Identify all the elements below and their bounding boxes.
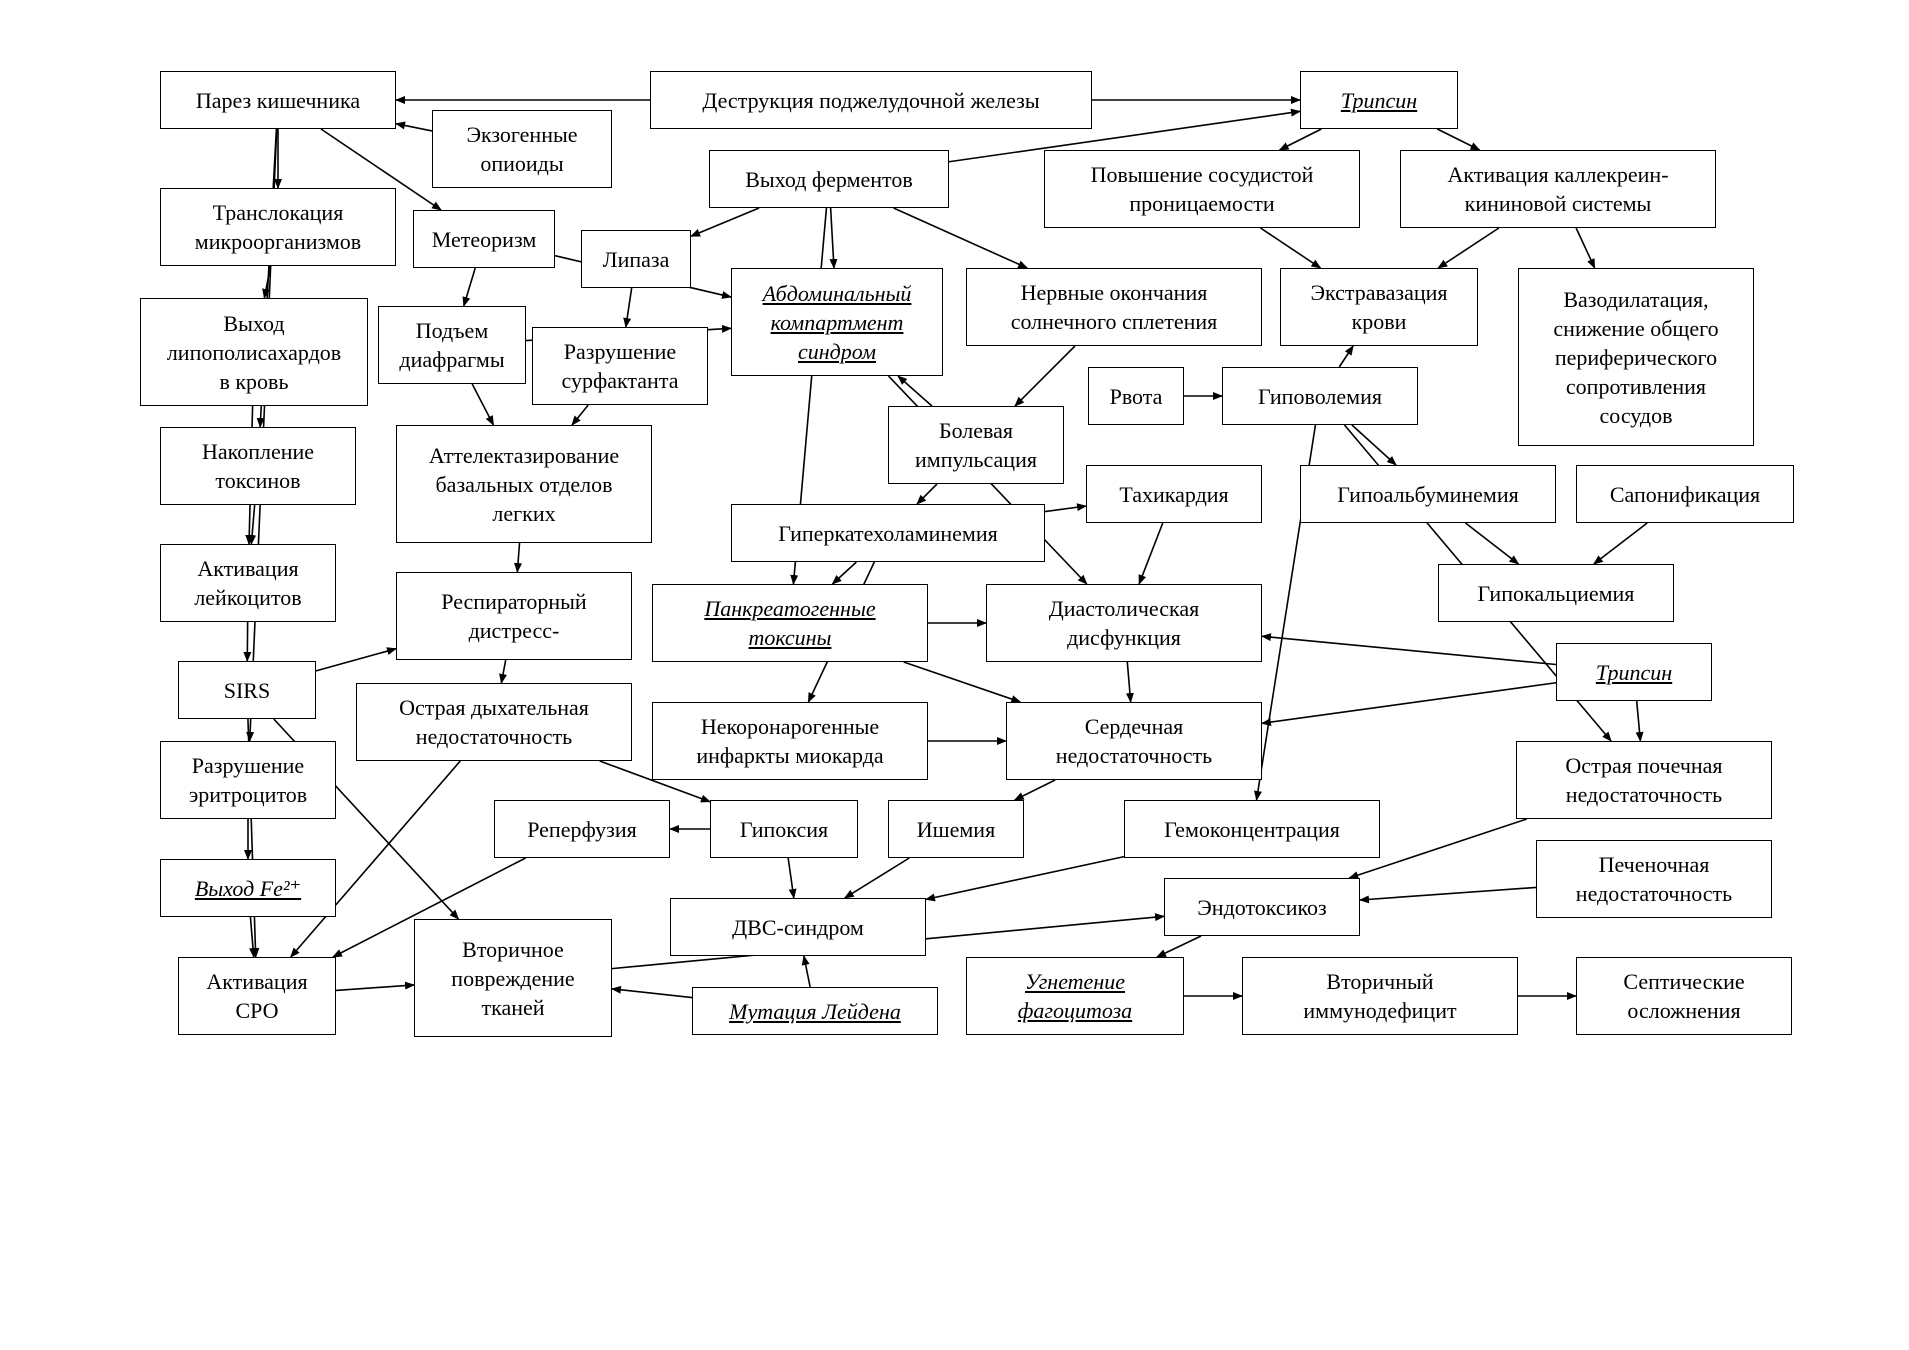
connector-n16-n21 (471, 383, 495, 426)
connector-n10-n17 (623, 287, 633, 328)
node-endotoxicosis: Эндотоксикоз (1164, 878, 1360, 936)
connector-n9-n16 (462, 267, 477, 307)
node-toxin-accumulation: Накопление токсинов (160, 427, 356, 505)
node-hypocalcemia: Гипокальциемия (1438, 564, 1674, 622)
node-pancreas-destruction: Деструкция поджелудочной железы (650, 71, 1092, 129)
node-saponification: Сапонификация (1576, 465, 1794, 523)
connector-n24-n28 (1465, 522, 1520, 565)
connector-n44-n48 (249, 916, 257, 958)
connector-n7-n13 (1437, 227, 1500, 269)
node-phagocytosis-suppression: Угнетение фагоцитоза (966, 957, 1184, 1035)
node-hypoalbuminemia: Гипоальбуминемия (1300, 465, 1556, 523)
node-acute-renal-failure: Острая почечная недостаточность (1516, 741, 1772, 819)
node-acute-respiratory-failure: Острая дыхательная недостаточность (356, 683, 632, 761)
node-lps-release: Выход липополисахардов в кровь (140, 298, 368, 406)
connector-n45-n50 (1156, 935, 1202, 958)
node-lipase: Липаза (581, 230, 691, 288)
connector-n26-n30 (831, 561, 857, 585)
node-extravasation: Экстравазация крови (1280, 268, 1478, 346)
connector-n32-n38 (1635, 700, 1644, 742)
node-fe-release: Выход Fe²⁺ (160, 859, 336, 917)
connector-n19-n24 (1351, 424, 1397, 466)
connector-n17-n21 (571, 404, 589, 426)
node-secondary-immunodeficiency: Вторичный иммунодефицит (1242, 957, 1518, 1035)
node-hypovolemia: Гиповолемия (1222, 367, 1418, 425)
connector-n5-n12 (893, 207, 1029, 269)
node-pancreatogenic-toxins: Панкреатогенные токсины (652, 584, 928, 662)
node-fro-activation: Активация СРО (178, 957, 336, 1035)
node-vomiting: Рвота (1088, 367, 1184, 425)
node-reperfusion: Реперфузия (494, 800, 670, 858)
node-heart-failure: Сердечная недостаточность (1006, 702, 1262, 780)
node-secondary-tissue-damage: Вторичное повреждение тканей (414, 919, 612, 1037)
node-liver-failure: Печеночная недостаточность (1536, 840, 1772, 918)
node-leiden-mutation: Мутация Лейдена (692, 987, 938, 1035)
node-tachycardia: Тахикардия (1086, 465, 1262, 523)
connector-n8-n15 (262, 265, 272, 299)
node-hemoconcentration: Гемоконцентрация (1124, 800, 1380, 858)
connector-n5-n10 (690, 207, 760, 237)
node-trypsin-right: Трипсин (1556, 643, 1712, 701)
node-dic-syndrome: ДВС-синдром (670, 898, 926, 956)
node-noncoronary-infarcts: Некоронарогенные инфаркты миокарда (652, 702, 928, 780)
connector-n7-n14 (1575, 227, 1596, 269)
connector-n12-n22 (1014, 345, 1076, 407)
connector-n3-n7 (1436, 128, 1481, 151)
connector-n29-n34 (499, 659, 507, 684)
connector-n32-n31 (1261, 633, 1557, 666)
node-ischemia: Ишемия (888, 800, 1024, 858)
connector-n48-n47 (335, 981, 415, 992)
node-respiratory-distress: Респираторный дистресс- (396, 572, 632, 660)
connector-n6-n13 (1260, 227, 1322, 269)
node-vasodilation: Вазодилатация, снижение общего периферич… (1518, 268, 1754, 446)
node-hypercatecholaminemia: Гиперкатехоламинемия (731, 504, 1045, 562)
connector-n25-n28 (1592, 522, 1648, 565)
node-exogenous-opioids: Экзогенные опиоиды (432, 110, 612, 188)
connector-n3-n6 (1278, 128, 1322, 151)
connector-n32-n36 (1261, 681, 1557, 727)
node-hypoxia: Гипоксия (710, 800, 858, 858)
node-leukocyte-activation: Активация лейкоцитов (160, 544, 336, 622)
connector-n41-n46 (843, 857, 910, 899)
connector-n36-n41 (1013, 779, 1056, 801)
connector-n22-n11 (897, 375, 933, 407)
connector-n22-n26 (916, 483, 938, 505)
node-erythrocyte-destruction: Разрушение эритроцитов (160, 741, 336, 819)
connector-n43-n45 (1359, 886, 1537, 904)
connector-n33-n29 (315, 647, 397, 672)
node-abdominal-compartment: Абдоминальный компартмент синдром (731, 268, 943, 376)
connector-n21-n29 (514, 542, 523, 573)
connector-n19-n13 (1338, 345, 1354, 368)
connector-n20-n27 (248, 504, 257, 545)
node-diaphragm-rise: Подъем диафрагмы (378, 306, 526, 384)
node-septic-complications: Септические осложнения (1576, 957, 1792, 1035)
connector-n5-n11 (829, 207, 838, 269)
node-atelectasis: Аттелектазирование базальных отделов лег… (396, 425, 652, 543)
connector-n26-n23 (1044, 503, 1087, 513)
node-translocation: Транслокация микроорганизмов (160, 188, 396, 266)
connector-n23-n31 (1138, 522, 1164, 585)
connector-n49-n47 (611, 985, 693, 999)
connector-n30-n36 (903, 661, 1022, 703)
node-solar-plexus: Нервные окончания солнечного сплетения (966, 268, 1262, 346)
node-sirs: SIRS (178, 661, 316, 719)
connector-n40-n46 (787, 857, 797, 899)
connector-n42-n46 (925, 855, 1125, 902)
connector-n49-n46 (801, 955, 811, 988)
connector-n4-n1 (395, 121, 433, 132)
node-surfactant: Разрушение сурфактанта (532, 327, 708, 405)
node-enzyme-release: Выход ферментов (709, 150, 949, 208)
node-meteorism: Метеоризм (413, 210, 555, 268)
node-diastolic-dysfunction: Диастолическая дисфункция (986, 584, 1262, 662)
node-trypsin-top: Трипсин (1300, 71, 1458, 129)
node-vascular-permeability: Повышение сосудистой проницаемости (1044, 150, 1360, 228)
node-paresis: Парез кишечника (160, 71, 396, 129)
node-pain-impulses: Болевая импульсация (888, 406, 1064, 484)
connector-n31-n36 (1125, 661, 1134, 703)
node-kallikrein-activation: Активация каллекреин- кининовой системы (1400, 150, 1716, 228)
